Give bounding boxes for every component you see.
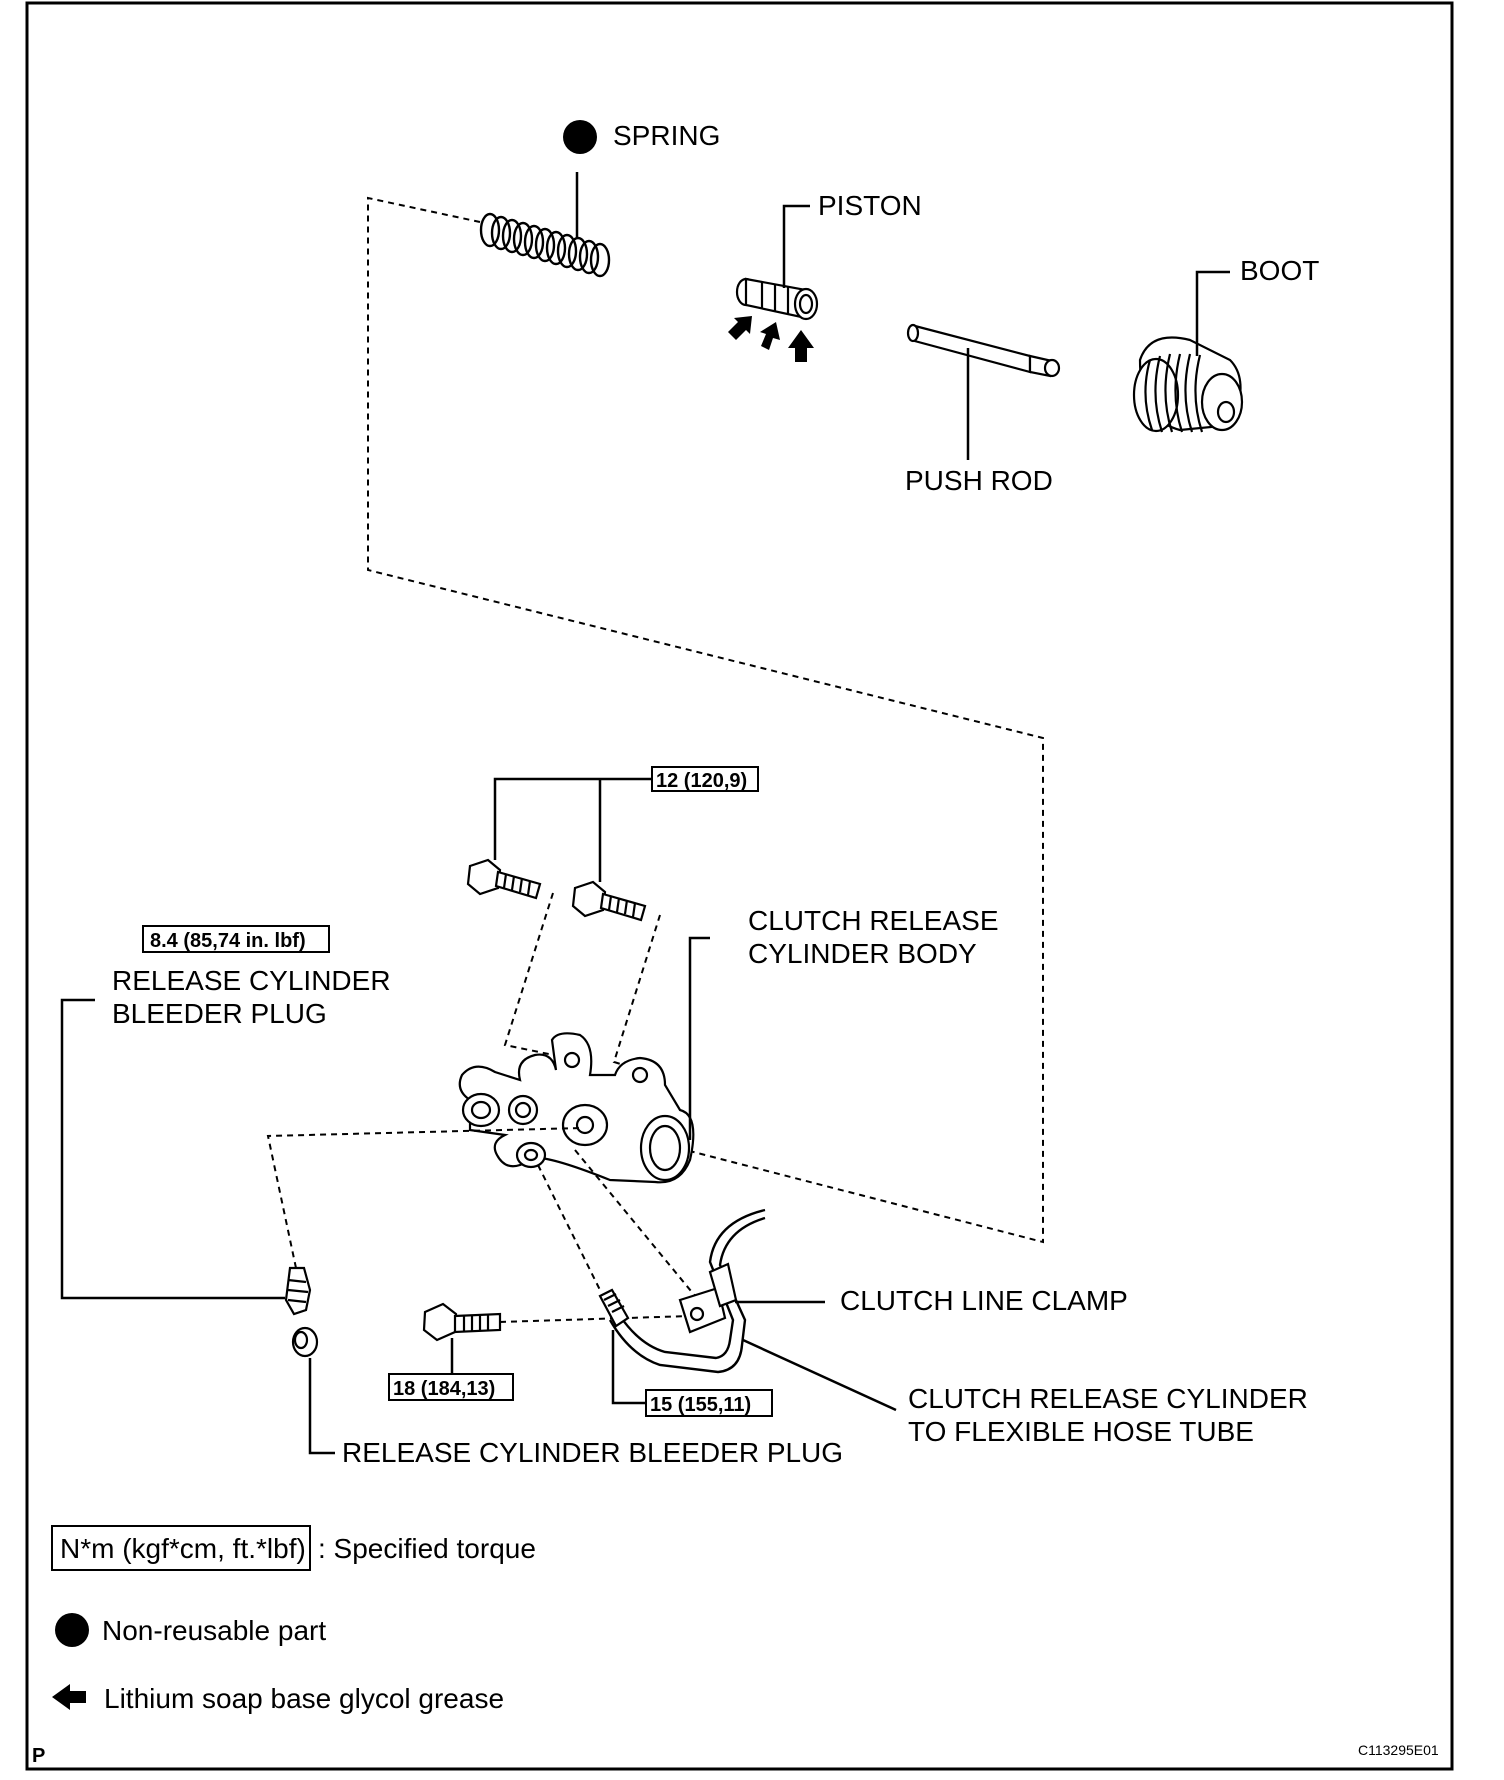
bleeder-plug-part — [284, 1266, 312, 1316]
bleeder-cap-part — [291, 1326, 319, 1358]
bleeder-cap-label: RELEASE CYLINDER BLEEDER PLUG — [342, 1437, 843, 1468]
legend-grease-arrow-icon — [52, 1684, 86, 1710]
cylinder-body-part — [458, 1032, 695, 1184]
hose-tube-dashed — [537, 1149, 701, 1303]
bolt-dashed-paths — [503, 892, 661, 1071]
bleeder-cap-leader — [308, 1358, 335, 1455]
hose-tube-leader — [742, 1338, 897, 1412]
push-rod-part — [906, 323, 1061, 378]
boot-part — [1132, 336, 1244, 433]
torque-box-bleeder — [142, 925, 330, 953]
figure-code: C113295E01 — [1358, 1742, 1439, 1758]
torque-box-tube-nut — [645, 1389, 773, 1417]
bleeder-top-label-2: BLEEDER PLUG — [112, 998, 327, 1029]
legend-torque-box — [51, 1525, 311, 1571]
clutch-line-clamp-label: CLUTCH LINE CLAMP — [840, 1285, 1128, 1316]
legend-non-reusable: Non-reusable part — [102, 1615, 326, 1646]
torque-clamp-bolt: 18 (184,13) — [393, 1378, 495, 1400]
non-reusable-dot-icon — [563, 120, 597, 154]
bleeder-dashed-path — [266, 1127, 583, 1269]
tube-nut-part — [598, 1288, 630, 1328]
cylinder-body-label-1: CLUTCH RELEASE — [748, 905, 999, 936]
page-frame — [25, 1, 1454, 1771]
hose-tube-label-2: TO FLEXIBLE HOSE TUBE — [908, 1416, 1254, 1447]
push-rod-label: PUSH ROD — [905, 465, 1053, 496]
clutch-line-clamp-part — [678, 1262, 738, 1334]
torque-bleeder: 8.4 (85,74 in. lbf) — [150, 930, 306, 952]
legend-non-reusable-icon — [55, 1613, 89, 1647]
body-bolt-right — [571, 880, 647, 922]
bleeder-top-leader — [60, 998, 285, 1300]
spring-part — [479, 212, 611, 278]
cylinder-body-leader — [688, 936, 710, 1140]
bleeder-top-label-1: RELEASE CYLINDER — [112, 965, 391, 996]
corner-mark: P — [32, 1745, 45, 1767]
torque-box-clamp-bolt — [388, 1373, 514, 1401]
torque-body-bolts: 12 (120,9) — [656, 770, 747, 792]
hose-tube-part — [608, 1208, 766, 1374]
boot-label: BOOT — [1240, 255, 1319, 286]
tube-nut-leader — [611, 1330, 646, 1405]
spring-label: SPRING — [613, 120, 720, 151]
legend-torque-desc: : Specified torque — [318, 1533, 536, 1564]
piston-label: PISTON — [818, 190, 922, 221]
body-bolt-left — [466, 858, 542, 900]
grease-arrow-icon — [728, 316, 814, 362]
clamp-bolt-dashed — [499, 1315, 691, 1323]
legend-grease: Lithium soap base glycol grease — [104, 1683, 504, 1714]
clamp-bolt-part — [422, 1302, 502, 1342]
piston-part — [735, 277, 819, 321]
body-bolts-leader — [493, 777, 652, 860]
piston-leader — [782, 204, 810, 288]
boot-leader — [1195, 270, 1230, 356]
hose-tube-label-1: CLUTCH RELEASE CYLINDER — [908, 1383, 1308, 1414]
legend-torque-units: N*m (kgf*cm, ft.*lbf) — [60, 1533, 306, 1564]
torque-tube-nut: 15 (155,11) — [650, 1394, 751, 1416]
cylinder-body-label-2: CYLINDER BODY — [748, 938, 977, 969]
